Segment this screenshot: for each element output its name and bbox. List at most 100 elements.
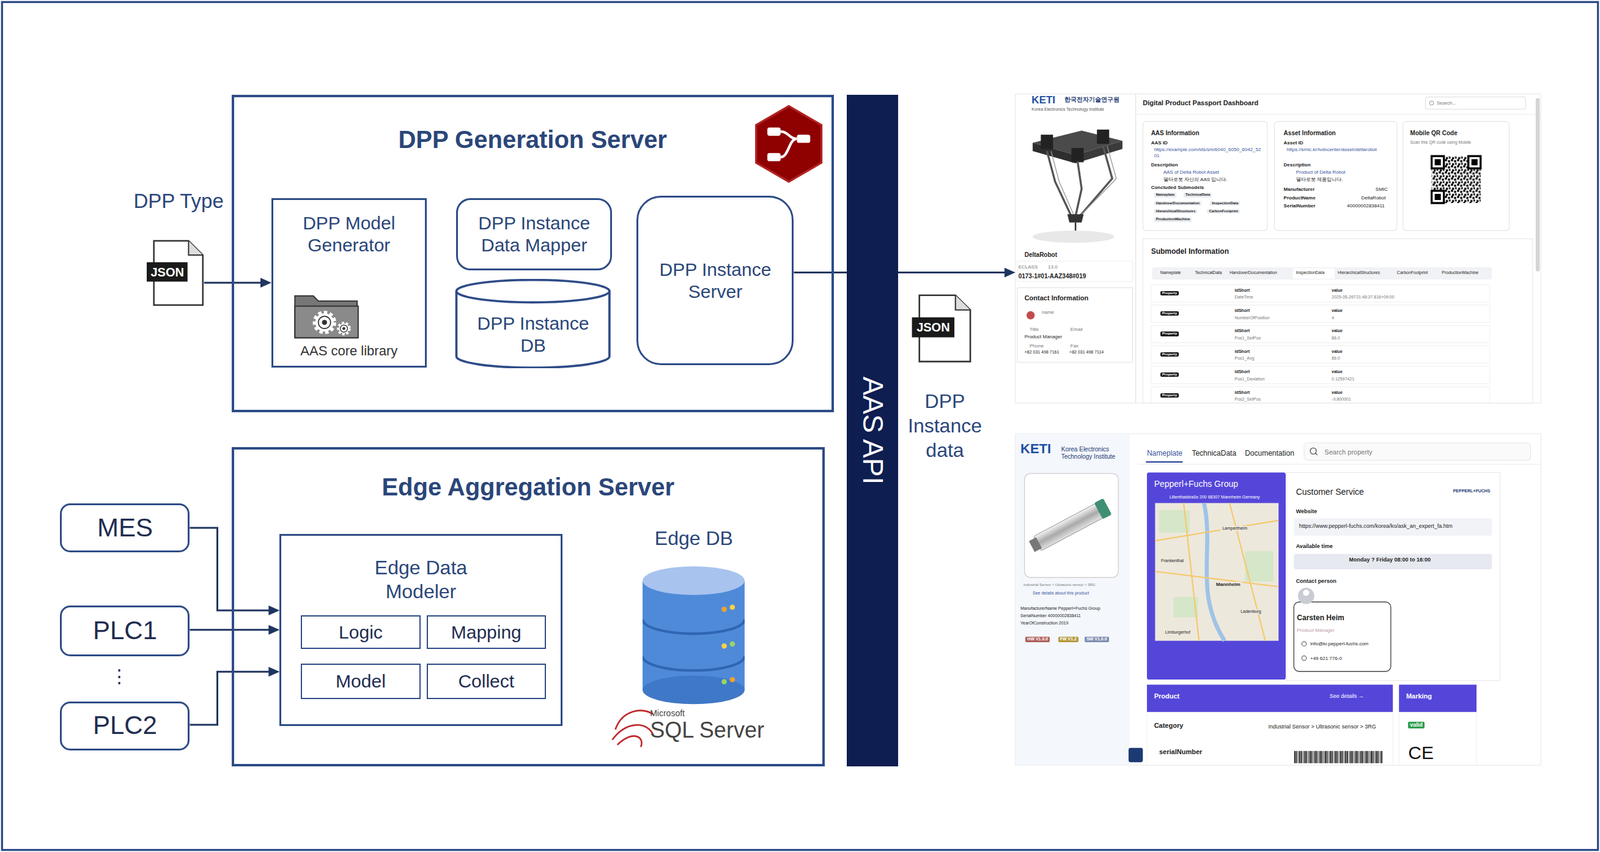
map-image — [1154, 502, 1279, 641]
screen-text: Nameplate — [1154, 192, 1177, 197]
screen-text: SMIC — [1375, 186, 1388, 193]
screen-text: value — [1331, 287, 1343, 293]
arrow-connector — [204, 281, 267, 284]
product-page-screenshot — [1137, 463, 1541, 465]
product-page-screenshot — [1015, 433, 1542, 765]
shape-part — [729, 641, 736, 647]
screen-text: CE — [1408, 741, 1434, 764]
product-page-screenshot — [1297, 587, 1315, 605]
function-box: Logic — [300, 615, 421, 649]
dashboard-screenshot — [1151, 267, 1492, 280]
dashboard-screenshot — [1293, 268, 1335, 279]
screen-text: 한국전자기술연구원 — [1064, 95, 1120, 104]
screen-text: HierarchicalStructures — [1154, 209, 1198, 214]
screen-text: 0.12597421 — [1331, 376, 1355, 382]
screen-text: Lilienthalstraße 200 68307 Mannheim Germ… — [1169, 494, 1261, 500]
screen-text: Concluded Submodels — [1151, 184, 1205, 191]
node-text: Edge DB — [654, 526, 734, 550]
screen-text: Industrial Sensor > Ultrasonic sensor > … — [1268, 723, 1377, 730]
shape-part — [642, 580, 745, 691]
product-page-screenshot — [1024, 473, 1119, 578]
qr-code — [1430, 189, 1445, 204]
product-page-screenshot — [1146, 471, 1286, 680]
dashboard-screenshot — [1135, 93, 1136, 403]
screen-text: Carsten Heim — [1296, 613, 1344, 622]
folder-gear-icon — [322, 319, 328, 325]
screen-text: Website — [1296, 508, 1317, 515]
screen-text: value — [1331, 369, 1343, 375]
sensor-image — [1027, 498, 1113, 555]
screen-text: Fax — [1070, 342, 1079, 350]
qr-code — [1431, 155, 1481, 203]
screen-text: HierarchicalStructures — [1337, 270, 1380, 276]
delta-robot-image — [1032, 143, 1076, 164]
shape-part — [642, 566, 745, 595]
screen-text: Property — [1160, 352, 1180, 357]
product-page-screenshot — [1145, 460, 1183, 463]
screen-text: Product — [1154, 692, 1180, 701]
screen-text: DeltaRobot — [1024, 251, 1058, 259]
screen-text: +82 031 498 7114 — [1069, 349, 1104, 355]
screen-text: SerialNumber — [1283, 202, 1316, 210]
screen-text: TechnicaData — [1191, 448, 1237, 458]
dashboard-screenshot — [1015, 93, 1542, 403]
screen-text: TechnicalData — [1183, 192, 1212, 197]
screen-text: Pos1_Avg — [1234, 355, 1254, 361]
edge-database-icon: Edge DB — [642, 566, 745, 704]
screen-text: Monday ? Friday 08:00 to 16:00 — [1348, 556, 1431, 564]
screen-text: idShort — [1234, 369, 1250, 375]
screen-text: serialNumber — [1159, 747, 1202, 756]
dashboard-screenshot — [1142, 238, 1533, 403]
screen-text: valid — [1408, 721, 1425, 729]
qr-code — [1469, 157, 1480, 168]
screen-text: AAS Information — [1151, 129, 1200, 137]
dashboard-screenshot — [1151, 284, 1490, 302]
shape-part — [188, 240, 203, 255]
folder-gear-icon — [294, 305, 358, 338]
folder-gear-icon — [294, 295, 358, 338]
screen-text: https://smic.kr/ivdxcenter/asset/deltaro… — [1286, 146, 1390, 153]
screen-text: Description — [1283, 162, 1311, 169]
product-page-screenshot — [1015, 433, 1130, 765]
dashboard-screenshot — [1151, 305, 1490, 323]
screen-text: NumberOfPosition — [1234, 315, 1270, 321]
screen-text: idShort — [1234, 390, 1250, 395]
screen-text: ProductionMachine — [1441, 270, 1479, 276]
screen-text: 86.0 — [1331, 355, 1341, 361]
screen-text: Nameplate — [1146, 448, 1183, 458]
screen-text: AAS ID — [1151, 140, 1168, 147]
screen-text: Pos2_SetPos — [1234, 396, 1261, 402]
screen-text: ManufacturerName Pepperl+Fuchs Group — [1020, 605, 1101, 611]
node-text: DPP Instance data — [898, 388, 991, 463]
screen-text: Property — [1160, 291, 1180, 296]
screen-text: Property — [1160, 372, 1180, 377]
screen-text: HandoverDocumentation — [1229, 270, 1277, 276]
folder-gear-icon — [318, 316, 331, 329]
screen-text: Pos1_Deviation — [1234, 376, 1265, 382]
node-text: Mapping — [451, 621, 522, 644]
dashboard-screenshot — [1151, 366, 1490, 384]
api-band: AAS API — [846, 94, 898, 767]
screen-text: value — [1331, 308, 1343, 314]
screen-text: SerialNumber 40000002838411 — [1020, 613, 1081, 619]
screen-text: Asset Information — [1283, 129, 1336, 137]
screen-text: Search... — [1436, 100, 1457, 107]
sensor-image — [1028, 537, 1042, 553]
screen-text: HandoverDocumentation — [1154, 201, 1202, 206]
screen-text: value — [1331, 390, 1343, 395]
qr-code — [1432, 191, 1443, 203]
node-text: Edge Aggregation Server — [234, 471, 823, 502]
screen-text: 0173-1#01-AAZ348#019 — [1018, 272, 1087, 281]
node-text: DPP Instance Data Mapper — [464, 212, 605, 257]
node-text: MES — [97, 512, 153, 543]
database-stack-icon — [642, 566, 745, 704]
node-text: DPP Instance DB — [465, 312, 601, 357]
qr-code — [1432, 157, 1443, 168]
screen-text: https://www.pepperl-fuchs.com/korea/ko/a… — [1299, 522, 1453, 530]
screen-text: Product Manager — [1296, 627, 1335, 634]
dashboard-screenshot — [1142, 121, 1268, 232]
screen-text: Korea Electronics Technology Institute — [1031, 106, 1105, 112]
screen-text: +49 621 776-0 — [1310, 655, 1342, 662]
screen-text: Scan this QR code using Mobile — [1410, 140, 1472, 145]
delta-robot-image — [1050, 146, 1117, 215]
